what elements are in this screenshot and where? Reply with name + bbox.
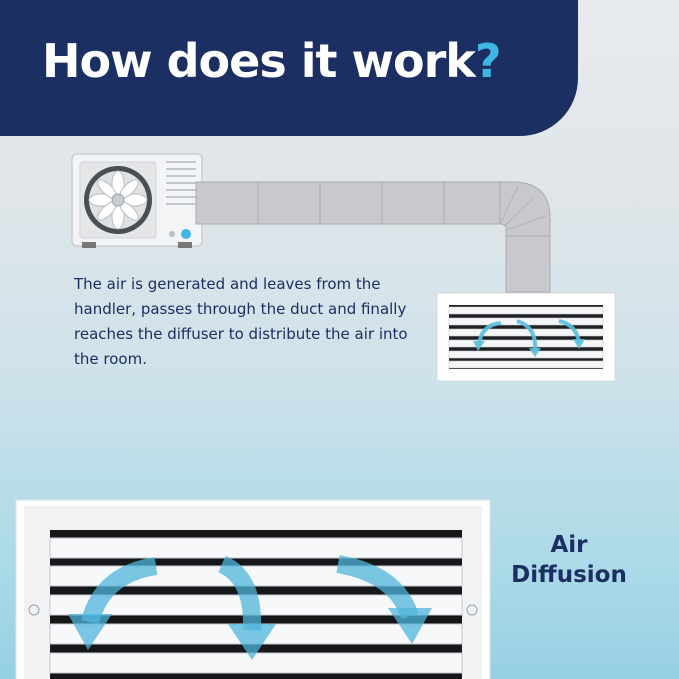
air-handler-icon (71, 153, 203, 248)
title-text: How does it work (42, 34, 476, 88)
description-text: The air is generated and leaves from the… (74, 275, 408, 368)
large-diffuser-icon (15, 499, 491, 679)
title-question-mark: ? (474, 34, 502, 88)
small-diffuser-icon (436, 292, 616, 382)
page-title: How does it work? (42, 34, 502, 88)
title-banner: How does it work? (0, 0, 578, 136)
duct-icon (195, 181, 551, 293)
caption-line-diffusion: Diffusion (511, 562, 627, 588)
caption-line-air: Air (550, 532, 588, 558)
air-diffusion-caption: Air Diffusion (494, 530, 644, 590)
